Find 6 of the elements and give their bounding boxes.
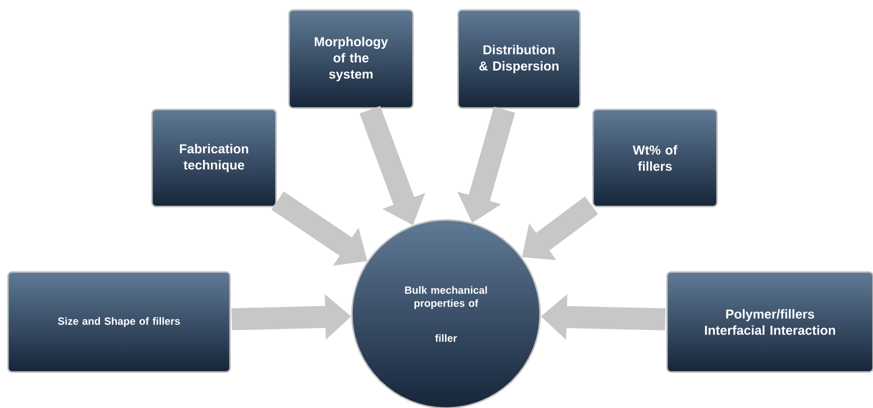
factor-box: Fabrication technique <box>151 108 277 208</box>
factor-box: Wt% of fillers <box>592 108 718 208</box>
factor-box: Morphology of the system <box>288 9 414 109</box>
factor-box: Size and Shape of fillers <box>7 271 231 373</box>
factor-box: Distribution & Dispersion <box>457 9 581 109</box>
factor-box: Polymer/fillers Interfacial Interaction <box>666 271 873 373</box>
